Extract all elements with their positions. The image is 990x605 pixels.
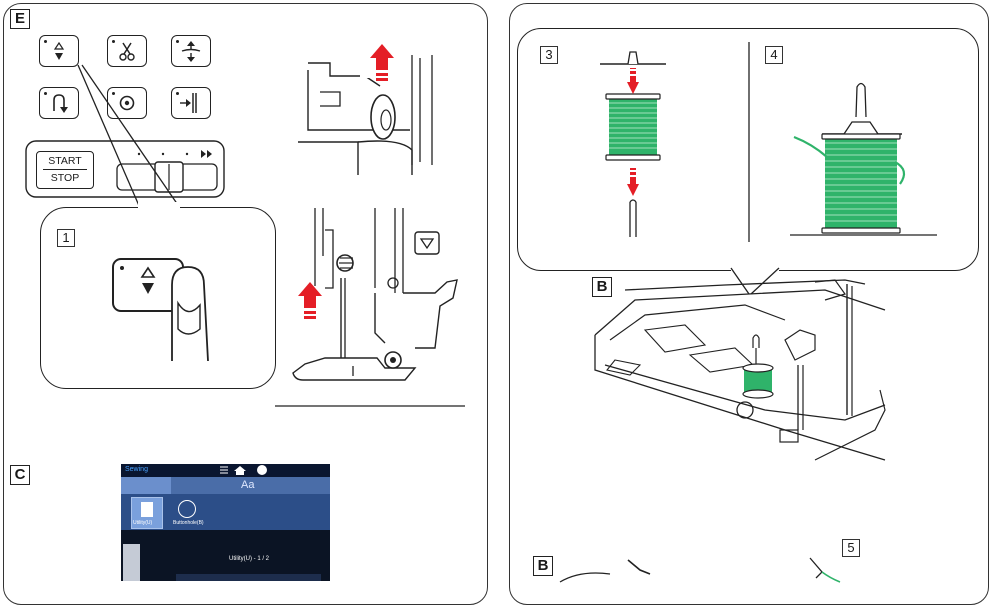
up-arrow-icon — [370, 44, 394, 81]
presser-foot-detail — [292, 208, 458, 381]
needle-bar-detail — [298, 55, 433, 175]
utility-tile[interactable] — [131, 497, 163, 529]
divider-line — [275, 405, 465, 407]
lower-drawing-fragment — [559, 557, 841, 583]
needle-position-button[interactable] — [171, 87, 211, 119]
thread-cutter-button[interactable] — [107, 35, 147, 67]
page-indicator: Utility(U) - 1 / 2 — [229, 556, 270, 562]
indicator-dot — [176, 40, 179, 43]
buttonhole-tile[interactable] — [173, 497, 203, 523]
callout-pointer — [730, 266, 780, 295]
callout-lines — [77, 64, 181, 209]
screen-title: Sewing — [125, 466, 148, 473]
indicator-dot — [120, 266, 124, 270]
up-arrow-icon — [298, 282, 322, 319]
screen-tabs: Aa — [121, 477, 330, 494]
machine-top-drawing — [594, 279, 886, 461]
step-5-number: 5 — [842, 539, 860, 557]
screen-top-bar: Sewing — [121, 464, 330, 477]
pattern-row: Utility(U) Buttonhole(B) — [121, 494, 330, 530]
indicator-dot — [112, 92, 115, 95]
spool-insert-drawing — [600, 51, 666, 237]
spool-on-pin-drawing — [790, 82, 937, 236]
utility-label: Utility(U) — [133, 520, 153, 526]
indicator-dot — [176, 92, 179, 95]
step-1-number: 1 — [57, 229, 75, 247]
pattern-grid-row — [176, 574, 321, 581]
label-b-lower: B — [533, 556, 553, 576]
label-b-upper: B — [592, 277, 612, 297]
needle-position-icon — [180, 93, 197, 113]
start-stop-button[interactable]: START STOP — [36, 151, 94, 189]
step-3-number: 3 — [540, 46, 558, 64]
step-4-number: 4 — [765, 46, 783, 64]
presser-foot-icon — [181, 41, 201, 62]
reverse-stitch-icon — [53, 94, 68, 113]
divider-line — [748, 42, 750, 242]
indicator-dot — [44, 92, 47, 95]
scissors-icon — [119, 42, 135, 61]
start-label: START — [43, 155, 87, 170]
label-c: C — [10, 465, 30, 485]
tab-aa-label[interactable]: Aa — [241, 479, 255, 491]
needle-up-down-icon — [53, 41, 65, 60]
callout-notch — [138, 202, 180, 210]
reverse-stitch-button[interactable] — [39, 87, 79, 119]
lock-stitch-icon — [119, 95, 135, 111]
stop-label: STOP — [50, 172, 80, 184]
side-button[interactable] — [123, 544, 140, 581]
top-icons — [220, 465, 267, 475]
needle-up-down-icon — [140, 266, 156, 294]
indicator-dot — [112, 40, 115, 43]
buttonhole-label: Buttonhole(B) — [173, 520, 204, 526]
finger-icon — [171, 266, 209, 362]
presser-foot-button[interactable] — [171, 35, 211, 67]
needle-up-down-button[interactable] — [39, 35, 79, 67]
tab-stitch[interactable] — [121, 477, 171, 494]
touch-screen: Sewing Aa Utility(U) Buttonhole(B) Utili… — [121, 464, 330, 581]
spool-callout — [517, 28, 979, 271]
label-e: E — [10, 9, 30, 29]
indicator-dot — [44, 40, 47, 43]
